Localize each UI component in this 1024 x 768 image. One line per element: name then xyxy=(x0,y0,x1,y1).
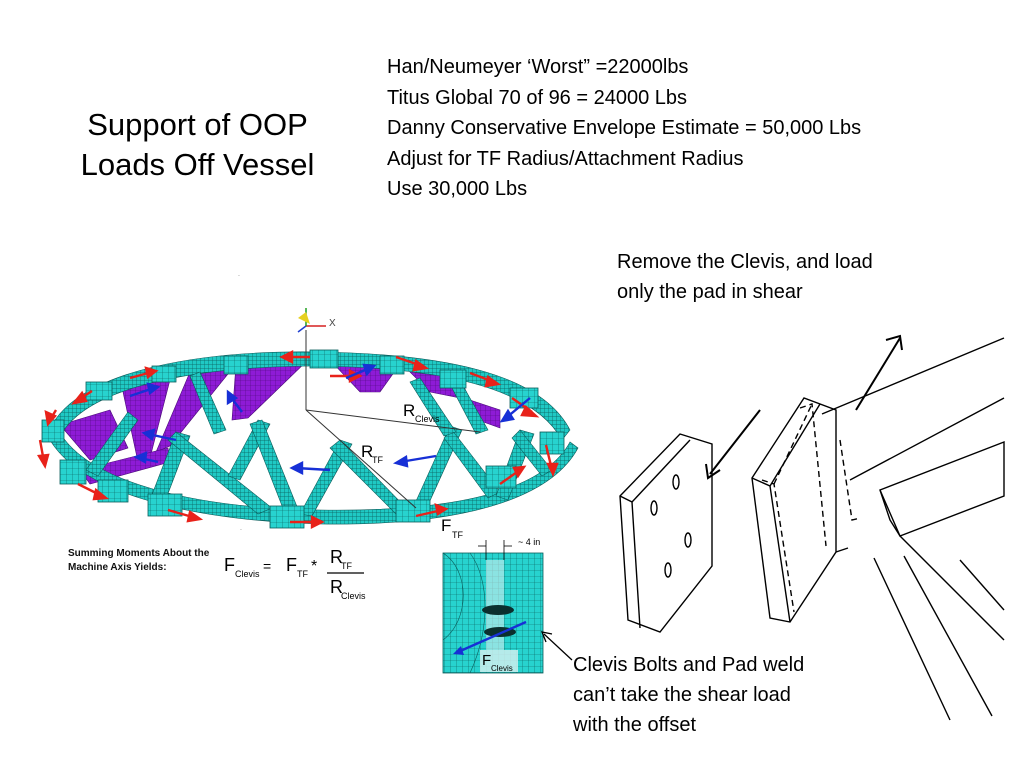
coordinate-triad-icon xyxy=(297,308,326,333)
clevis-bolts-note-line-2: can’t take the shear load xyxy=(573,684,791,706)
callout-arrow xyxy=(540,631,573,661)
title-line-2: Loads Off Vessel xyxy=(80,147,315,182)
f-tf-subscript: TF xyxy=(452,530,463,540)
estimate-line-2: Titus Global 70 of 96 = 24000 Lbs xyxy=(387,86,688,109)
r-tf-subscript: TF xyxy=(372,455,383,465)
eq-r-clevis-sub: Clevis xyxy=(341,591,366,601)
eq-r-clevis: R xyxy=(330,577,343,597)
r-clevis-label: R xyxy=(403,401,415,420)
clevis-detail-mesh: ~ 4 in F Clevis xyxy=(442,537,544,674)
slide-title: Support of OOP Loads Off Vessel xyxy=(50,105,345,185)
blue-force-arrows xyxy=(129,363,531,475)
radius-lines xyxy=(305,330,481,509)
estimate-line-3: Danny Conservative Envelope Estimate = 5… xyxy=(387,117,862,139)
eq-f-tf: F xyxy=(286,555,297,575)
remove-clevis-note-line-1: Remove the Clevis, and load xyxy=(617,251,873,273)
red-force-arrows xyxy=(37,350,559,529)
eq-f-clevis-sub: Clevis xyxy=(235,569,260,579)
summing-moments-line-1: Summing Moments About the xyxy=(68,548,210,559)
eq-r-tf-sub: TF xyxy=(341,561,352,571)
eq-times: * xyxy=(311,558,317,575)
eq-f-tf-sub: TF xyxy=(297,569,308,579)
load-estimates-text: Han/Neumeyer ‘Worst” =22000lbs Titus Glo… xyxy=(387,52,861,205)
dimension-label: ~ 4 in xyxy=(518,537,540,547)
f-tf-label: F xyxy=(441,516,451,535)
detail-f-clevis: F xyxy=(482,652,491,669)
detail-f-clevis-sub: Clevis xyxy=(491,664,513,673)
axis-label: X xyxy=(329,318,336,329)
clevis-force-equation: F Clevis = F TF * R TF R Clevis xyxy=(224,547,366,601)
pad-and-clevis-drawing xyxy=(619,337,1005,721)
title-line-1: Support of OOP xyxy=(87,107,308,142)
clevis-bolts-note-line-3: with the offset xyxy=(573,714,697,736)
summing-moments-note: Summing Moments About the Machine Axis Y… xyxy=(68,547,209,575)
estimate-line-1: Han/Neumeyer ‘Worst” =22000lbs xyxy=(387,56,689,78)
svg-text:.: . xyxy=(240,525,242,532)
r-clevis-subscript: Clevis xyxy=(415,414,440,424)
estimate-line-5: Use 30,000 Lbs xyxy=(387,178,528,200)
eq-equals: = xyxy=(263,558,271,574)
removal-arrows xyxy=(705,334,903,480)
eq-r-tf: R xyxy=(330,547,343,567)
estimate-line-4: Adjust for TF Radius/Attachment Radius xyxy=(387,147,744,170)
clevis-bolts-note: Clevis Bolts and Pad weld can’t take the… xyxy=(573,650,804,740)
remove-clevis-note: Remove the Clevis, and load only the pad… xyxy=(617,247,873,307)
summing-moments-line-2: Machine Axis Yields: xyxy=(68,562,167,573)
svg-text:.: . xyxy=(238,271,240,278)
r-tf-label: R xyxy=(361,442,373,461)
eq-f-clevis: F xyxy=(224,555,235,575)
clevis-bolts-note-line-1: Clevis Bolts and Pad weld xyxy=(573,654,805,676)
remove-clevis-note-line-2: only the pad in shear xyxy=(617,281,803,303)
